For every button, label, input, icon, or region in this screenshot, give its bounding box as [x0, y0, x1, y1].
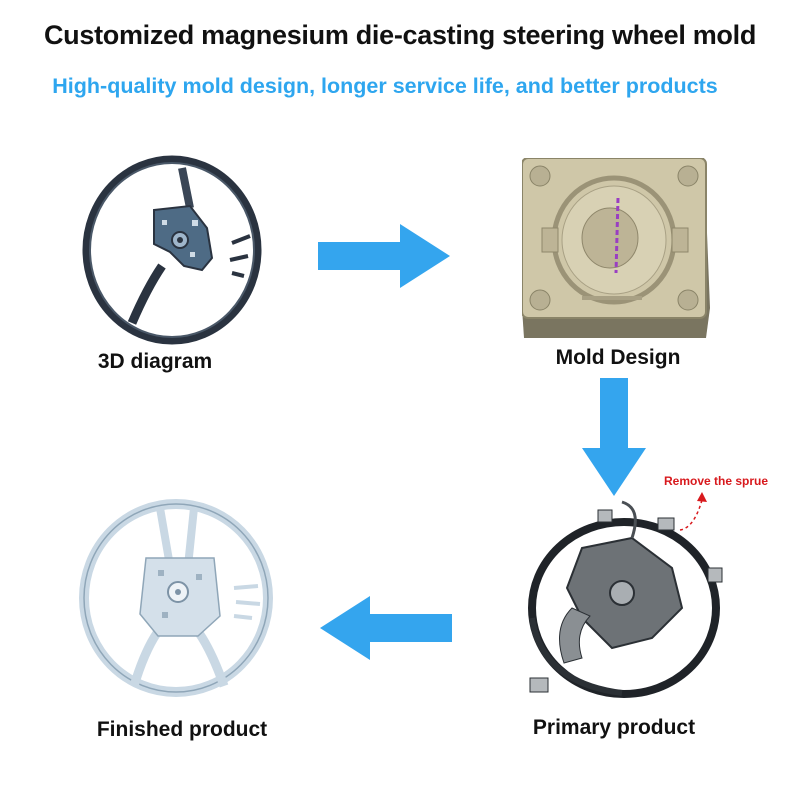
- step-label-primary-product: Primary product: [532, 716, 696, 739]
- finished-product-image: [79, 499, 273, 697]
- 3d-diagram-image: [82, 155, 262, 345]
- step-label-finished-product: Finished product: [96, 718, 268, 741]
- page-title: Customized magnesium die-casting steerin…: [43, 20, 757, 50]
- step-label-3d-diagram: 3D diagram: [97, 350, 213, 373]
- step-label-mold-design: Mold Design: [555, 346, 681, 369]
- remove-sprue-note: Remove the sprue: [664, 474, 769, 488]
- dashed-arrow-icon: [679, 492, 707, 531]
- arrow-down-icon: [582, 378, 646, 496]
- arrow-right-icon: [318, 224, 450, 288]
- page-subtitle: High-quality mold design, longer service…: [52, 74, 718, 98]
- arrow-left-icon: [320, 596, 452, 660]
- mold-design-image: [522, 158, 710, 338]
- primary-product-image: [528, 500, 723, 698]
